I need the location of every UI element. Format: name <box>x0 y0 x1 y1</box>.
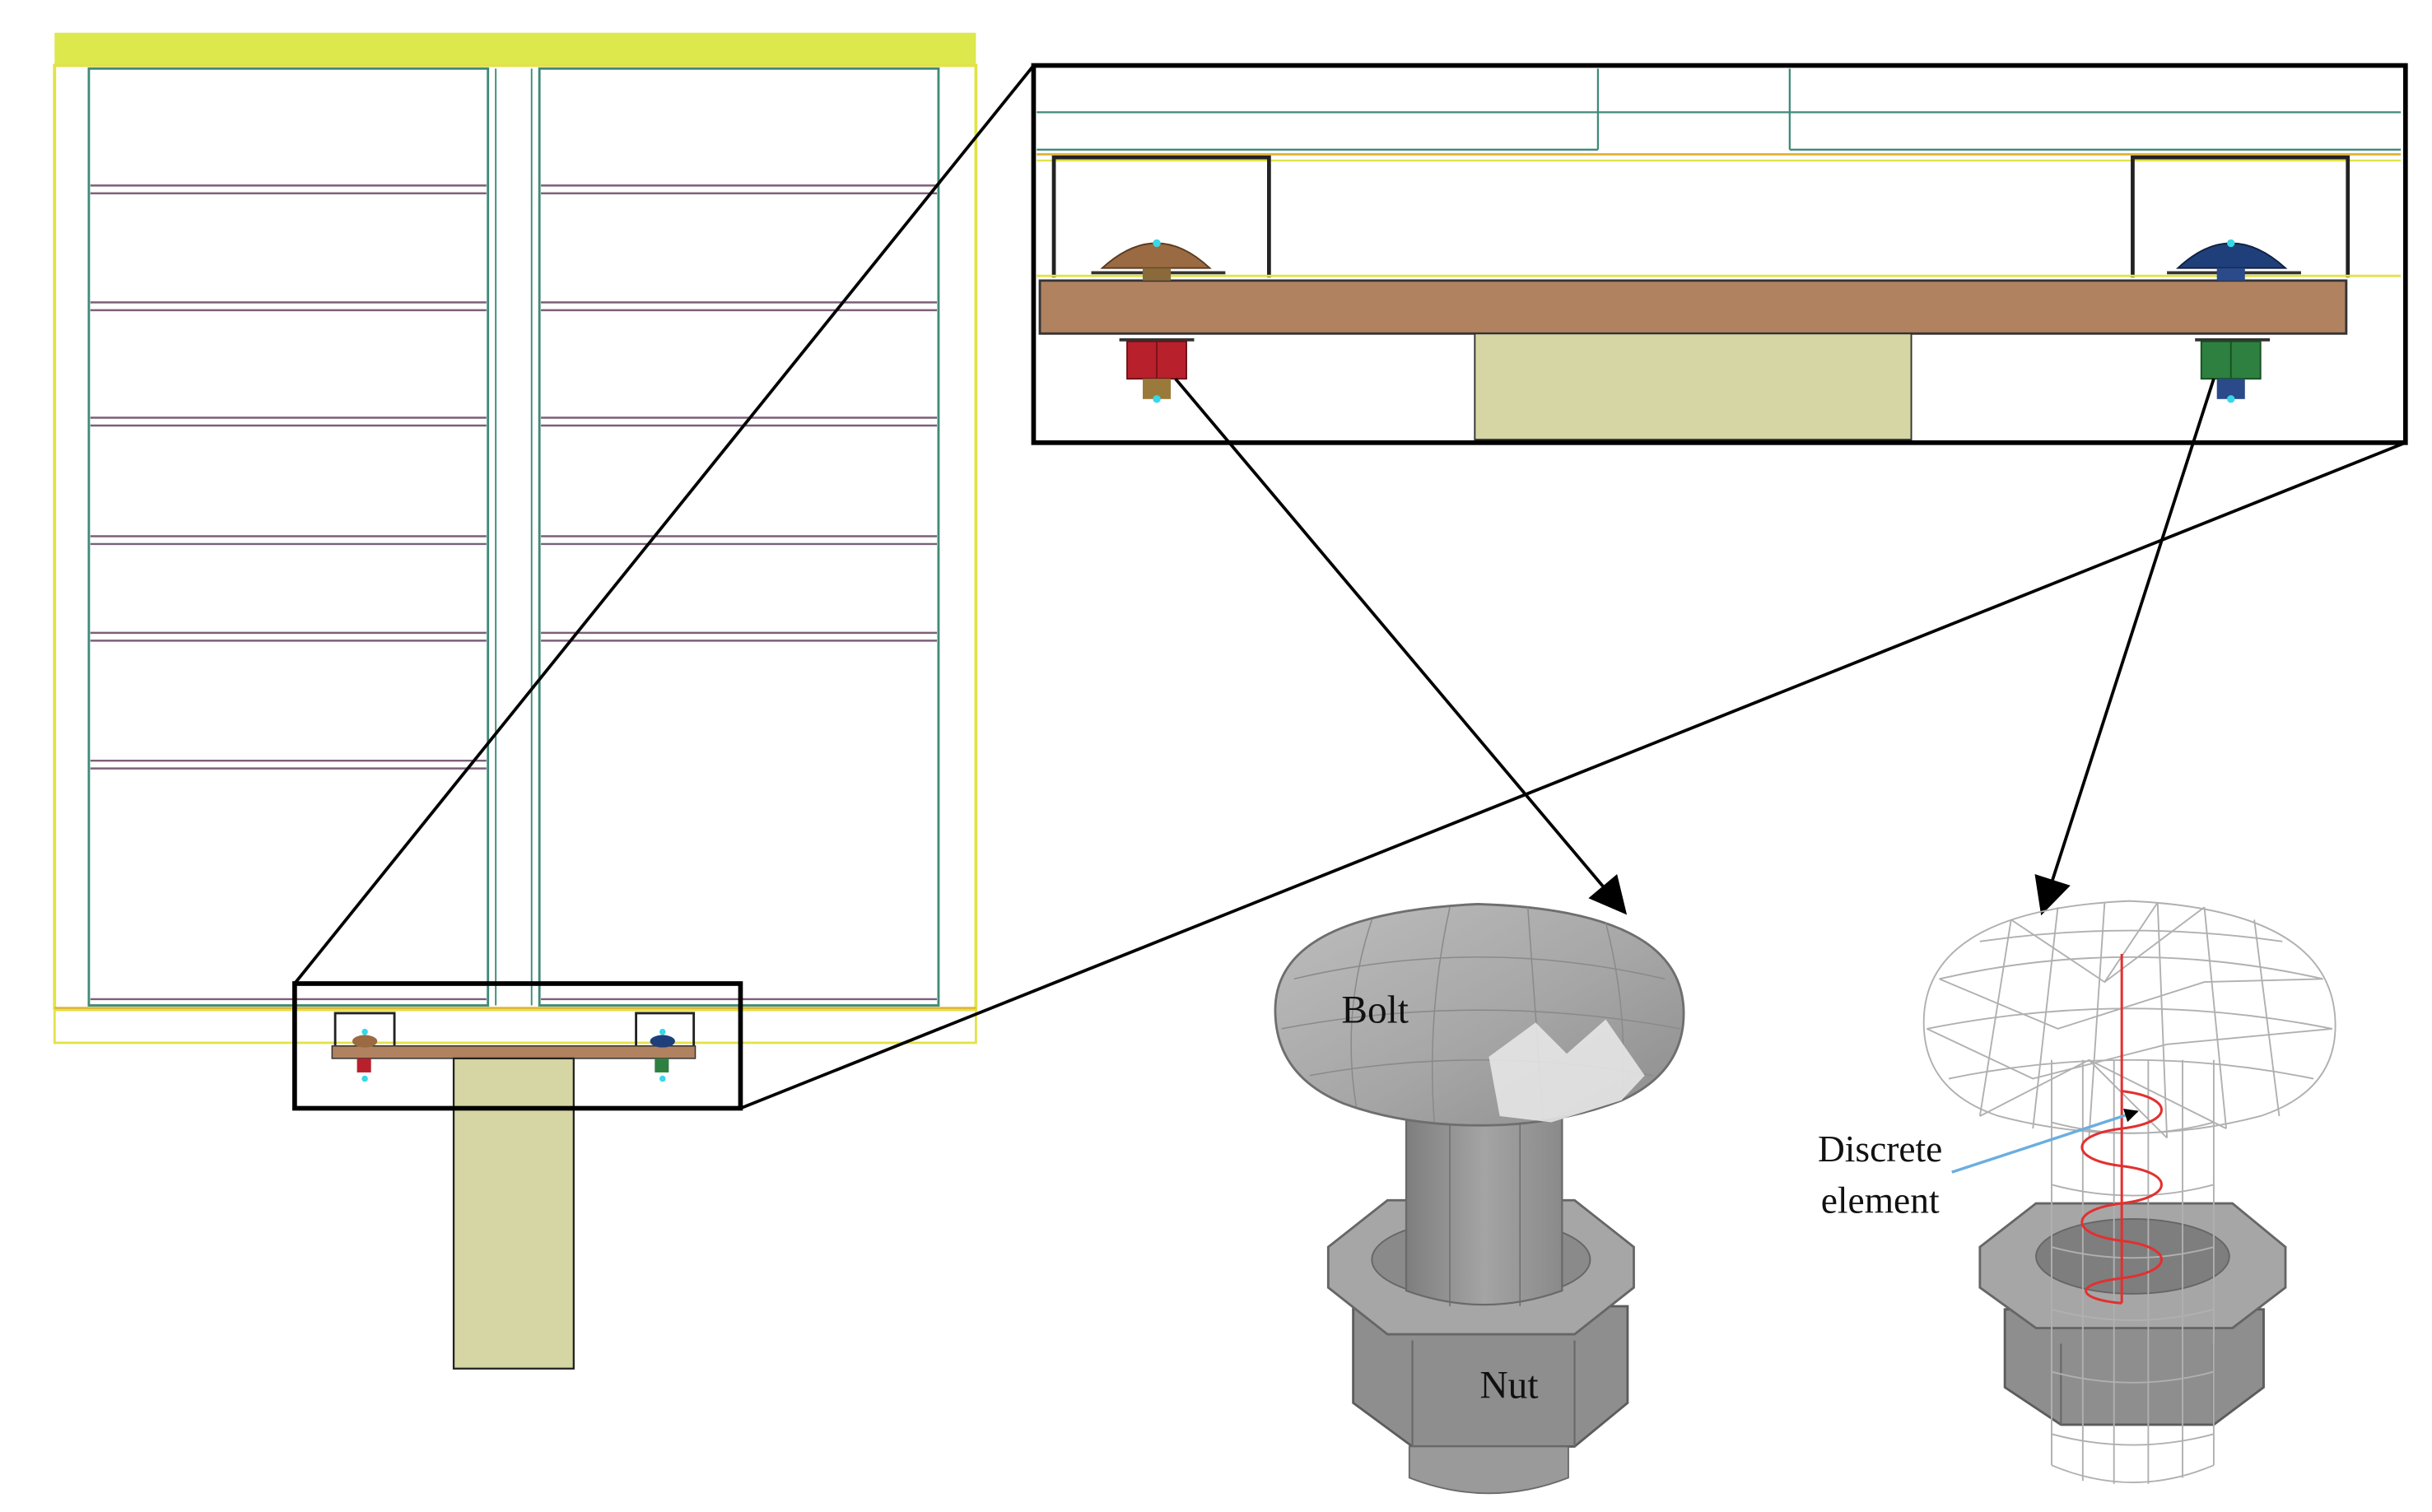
solid-bolt-nut-icon: Bolt Nut <box>1274 902 1685 1495</box>
zoomed-connection-detail <box>1031 63 2408 445</box>
nut-label: Nut <box>1479 1365 1538 1407</box>
arrow-to-wireframe-bolt <box>2034 378 2215 916</box>
zoom-leader-top <box>293 64 1035 985</box>
discrete-element-label-line1: Discrete <box>1818 1128 1942 1170</box>
support-post <box>452 1057 575 1370</box>
base-plate-small <box>331 1044 697 1059</box>
connection-detail-small <box>331 1012 697 1082</box>
wire-head <box>1922 900 2336 1139</box>
base-plate <box>1038 279 2348 335</box>
discrete-element-pointer <box>1951 1108 2139 1174</box>
left-bolt-assembly <box>1091 239 1226 403</box>
right-bolt-assembly <box>2167 239 2301 403</box>
zoom-leader-bottom <box>739 441 2406 1110</box>
bottom-flange-band <box>53 1008 977 1044</box>
panel-left <box>87 67 490 1007</box>
arrow-to-solid-bolt <box>1174 377 1628 915</box>
top-flange-bar <box>54 32 976 66</box>
discrete-element-label-line2: element <box>1821 1179 1940 1221</box>
zoom-region-box <box>292 981 743 1111</box>
support-post-top <box>1474 333 1913 441</box>
bolt-shank <box>1405 1090 1563 1306</box>
bolt-label: Bolt <box>1341 989 1409 1031</box>
right-bolt-head <box>2175 242 2288 269</box>
sign-elevation <box>53 32 978 1370</box>
discrete-spring-element <box>2080 954 2163 1305</box>
wireframe-bolt-nut-icon: Discrete element <box>1818 900 2336 1484</box>
panel-rails <box>90 184 938 1001</box>
